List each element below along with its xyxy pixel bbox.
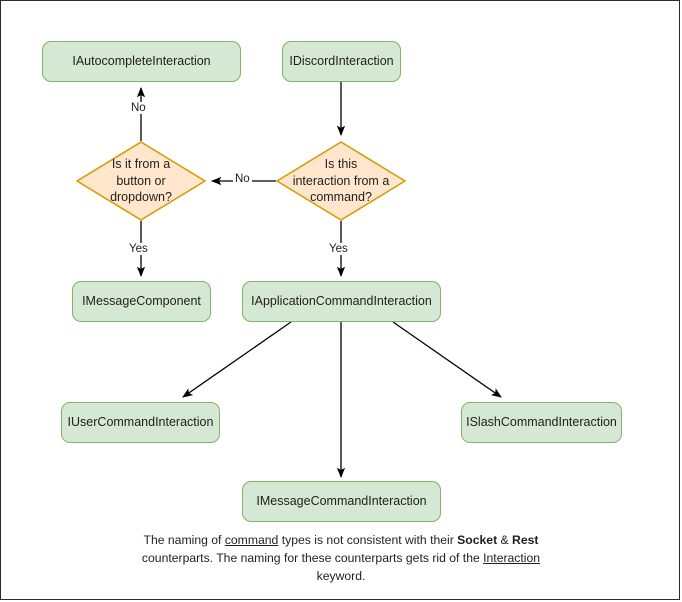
node-autocomplete-interaction[interactable]: IAutocompleteInteraction <box>42 41 241 82</box>
node-decision-is-it-from-button-or-dropdown-label: Is it from a button or dropdown? <box>110 157 172 205</box>
node-user-command-interaction-label: IUserCommandInteraction <box>67 414 214 429</box>
edge-label-yes-to-application-command: Yes <box>327 243 350 255</box>
node-discord-interaction-label: IDiscordInteraction <box>289 53 394 68</box>
edge-label-no-to-autocomplete: No <box>129 102 148 114</box>
edge-application-command-to-user-command <box>182 321 292 398</box>
edge-label-no-between-decisions: No <box>233 173 252 185</box>
footnote-part1: The naming of <box>143 533 225 547</box>
footnote-part3: & <box>497 533 513 547</box>
footnote-bold-socket: Socket <box>457 533 498 547</box>
footnote-part5: keyword. <box>316 568 366 583</box>
node-slash-command-interaction[interactable]: ISlashCommandInteraction <box>461 402 622 443</box>
edge-label-yes-to-message-component: Yes <box>127 243 150 255</box>
node-message-component[interactable]: IMessageComponent <box>72 281 211 322</box>
node-decision-is-this-interaction-from-a-command-label: Is this interaction from a command? <box>292 157 390 205</box>
footnote-part2: types is not consistent with their <box>278 533 458 547</box>
node-discord-interaction[interactable]: IDiscordInteraction <box>282 41 401 82</box>
diamond-shape-button-dropdown <box>76 141 206 221</box>
node-application-command-interaction[interactable]: IApplicationCommandInteraction <box>242 281 441 322</box>
footnote-part4: counterparts. The naming for these count… <box>141 550 484 565</box>
node-message-command-interaction-label: IMessageCommandInteraction <box>256 493 427 508</box>
footnote-bold-rest: Rest <box>512 533 539 547</box>
node-user-command-interaction[interactable]: IUserCommandInteraction <box>61 402 220 443</box>
node-message-command-interaction[interactable]: IMessageCommandInteraction <box>242 481 441 522</box>
edge-application-command-to-slash-command <box>392 321 502 398</box>
diamond-shape-interaction-command <box>276 141 406 221</box>
footnote-underline-command: command <box>224 533 279 547</box>
footnote-underline-interaction: Interaction <box>483 550 541 565</box>
footnote-text: The naming of command types is not consi… <box>141 532 541 585</box>
node-autocomplete-interaction-label: IAutocompleteInteraction <box>72 53 211 68</box>
node-decision-is-it-from-button-or-dropdown[interactable]: Is it from a button or dropdown? <box>76 141 206 221</box>
node-message-component-label: IMessageComponent <box>82 293 201 308</box>
node-slash-command-interaction-label: ISlashCommandInteraction <box>466 414 617 429</box>
node-decision-is-this-interaction-from-a-command[interactable]: Is this interaction from a command? <box>276 141 406 221</box>
node-application-command-interaction-label: IApplicationCommandInteraction <box>251 293 432 308</box>
